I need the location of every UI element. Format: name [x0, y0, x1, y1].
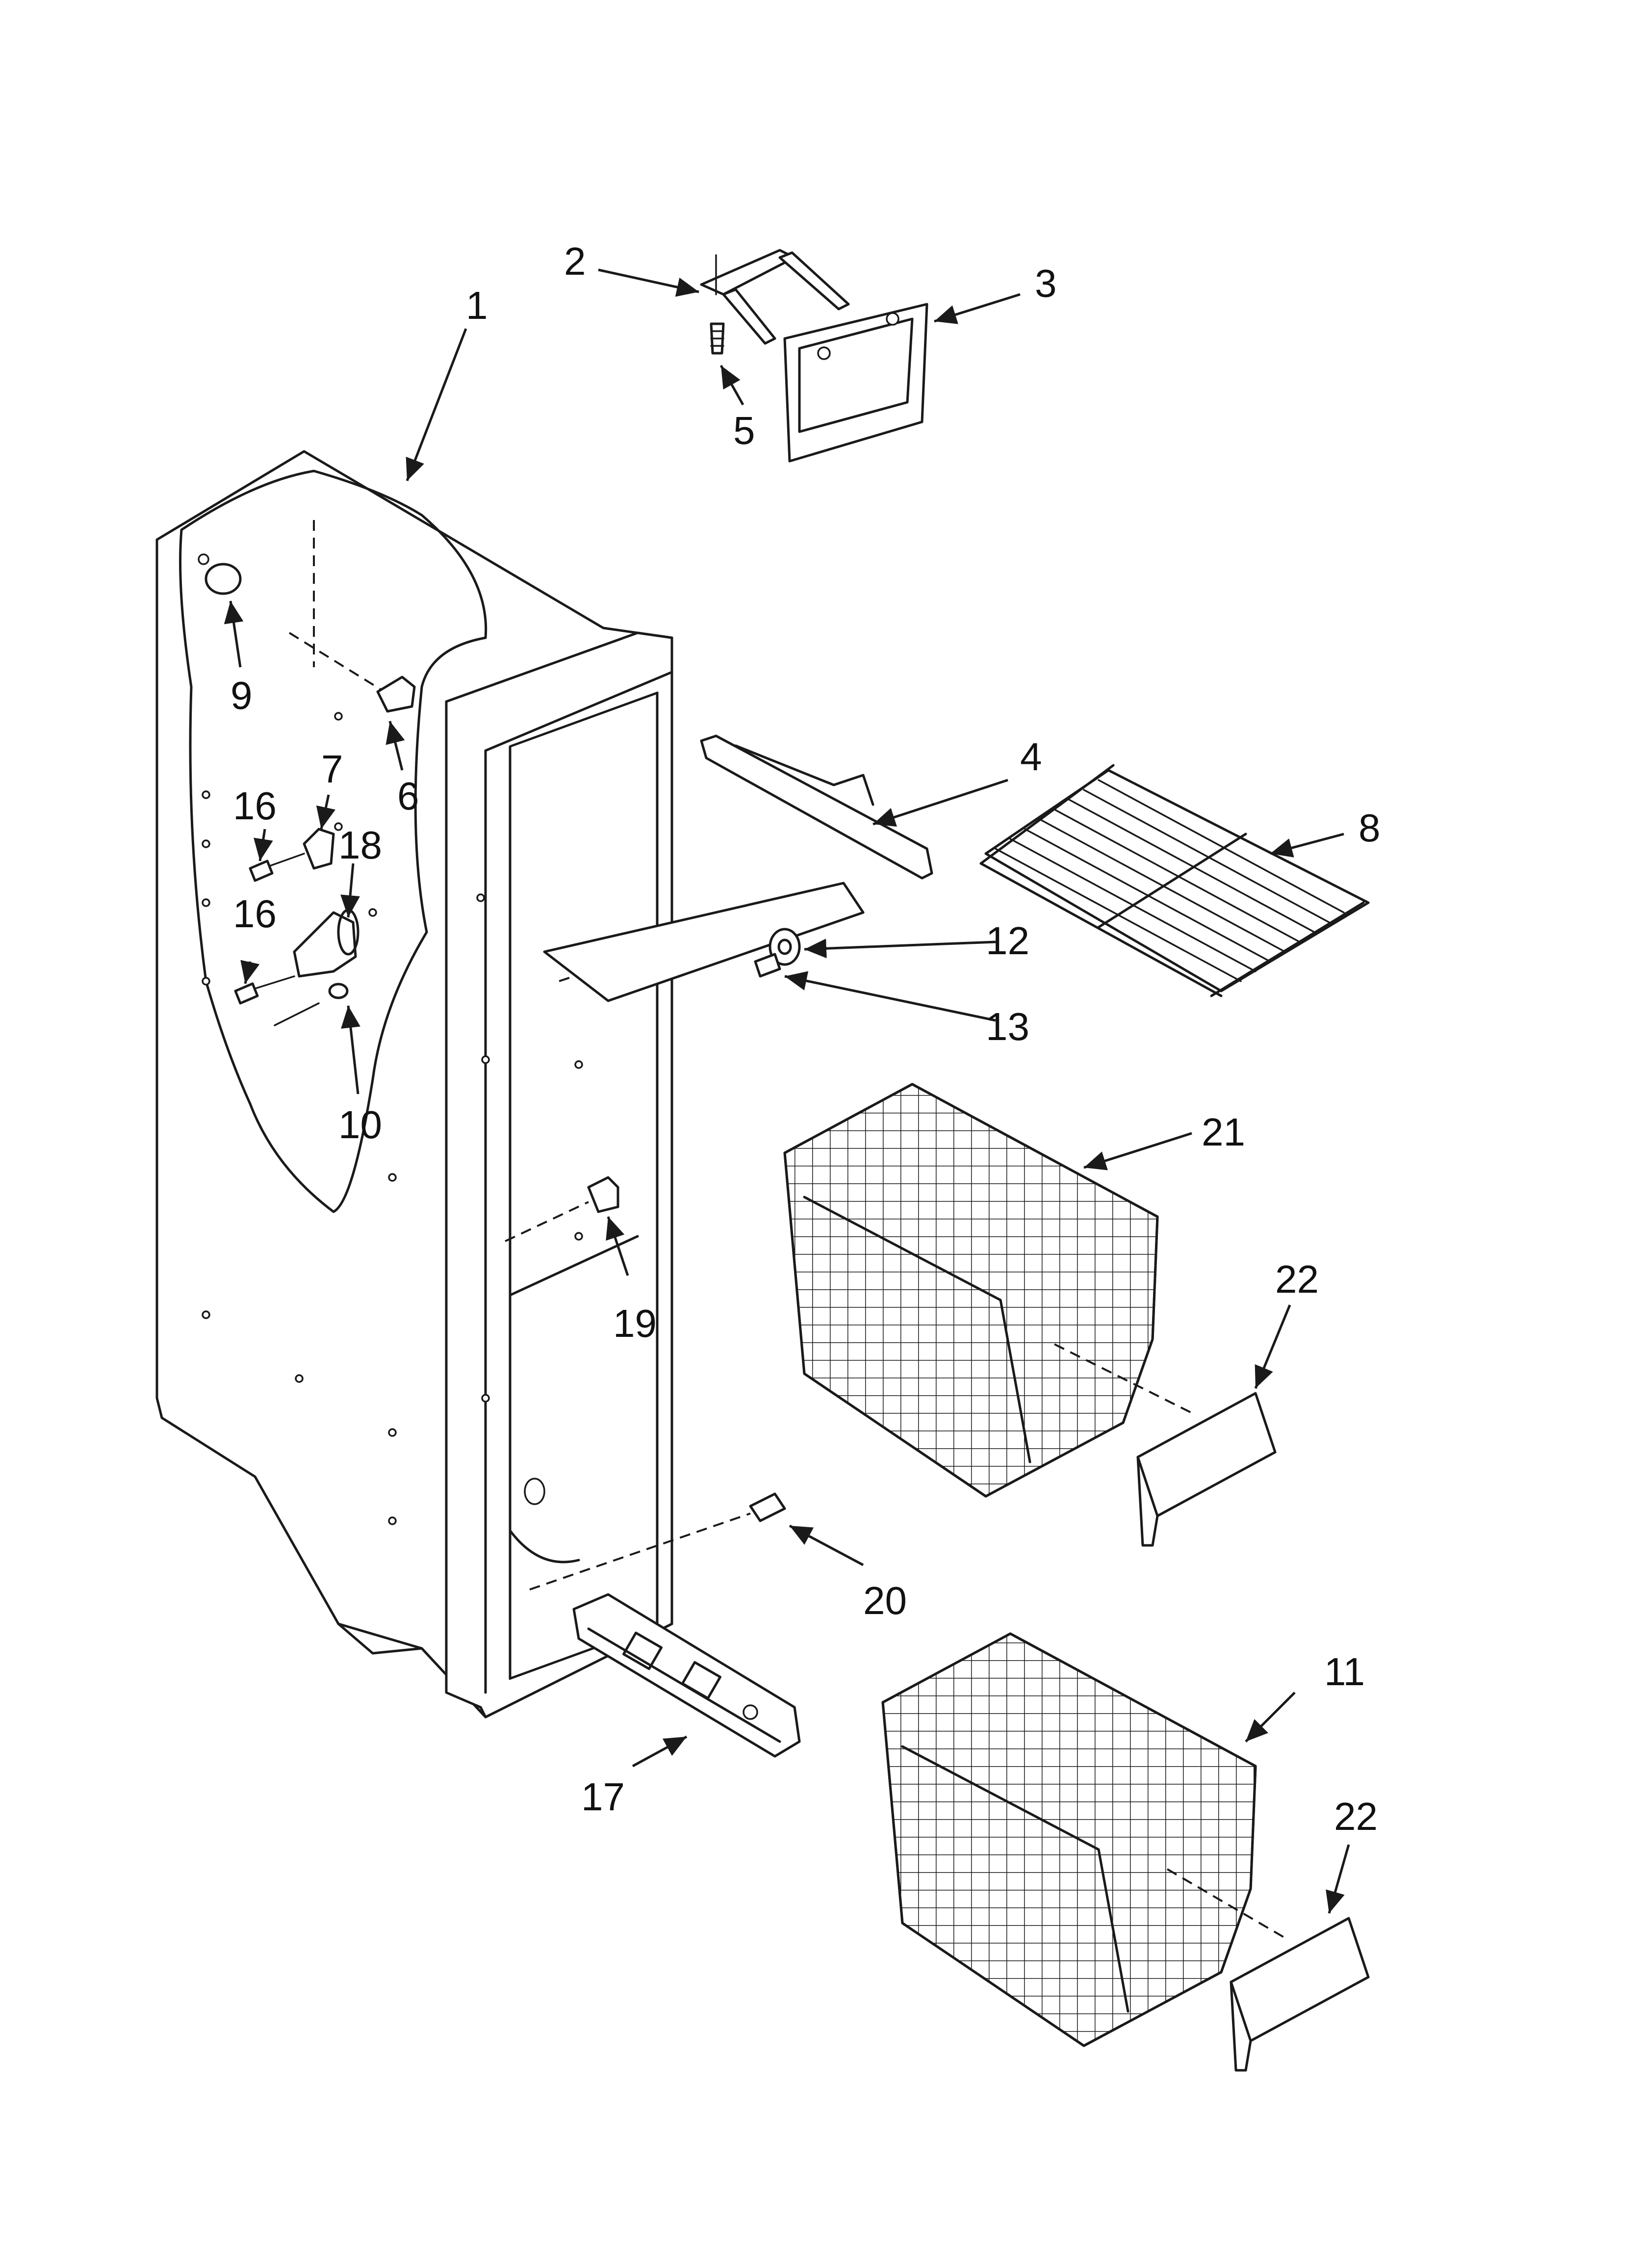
spacer-part-12: [543, 882, 865, 1002]
basket-trim-part-22-upper: [1054, 1343, 1277, 1547]
callout-21: 21: [1202, 1110, 1245, 1154]
callout-18: 18: [338, 823, 382, 867]
callout-5: 5: [733, 409, 755, 452]
callout-4: 4: [1020, 735, 1042, 779]
callout-16-lower: 16: [233, 892, 277, 936]
screw-part-20: [529, 1492, 786, 1590]
bottom-trim-part-17: [572, 1593, 801, 1758]
freezer-liner: [155, 450, 673, 1719]
screw-part-13: [754, 953, 781, 978]
callout-9: 9: [231, 674, 253, 717]
cam-part-18: [293, 908, 377, 978]
shelf-rail-part-4: [700, 734, 933, 880]
clip-part-19: [505, 1176, 619, 1242]
callout-10: 10: [338, 1103, 382, 1147]
callout-8: 8: [1359, 806, 1381, 850]
callout-2: 2: [564, 239, 586, 283]
screw-part-16-upper: [249, 853, 305, 882]
bracket-part-2: [700, 249, 850, 345]
callout-11: 11: [1324, 1650, 1365, 1694]
light-cover-part-3: [783, 303, 928, 463]
callout-17: 17: [581, 1775, 625, 1819]
callout-labels: 1 2 3 4 5 6 7 8 9 10 11 12 13 16 16 17 1…: [231, 239, 1381, 1838]
callout-6: 6: [397, 774, 419, 818]
callout-12: 12: [986, 919, 1029, 963]
hinge-bracket-part-7: [303, 822, 343, 870]
callout-13: 13: [986, 1005, 1029, 1048]
leader-arrows: [224, 268, 1350, 1914]
clip-part-6: [376, 676, 416, 713]
callout-1: 1: [466, 284, 488, 327]
screw-part-5: [710, 322, 725, 355]
liner-holes: [202, 712, 583, 1525]
callout-20: 20: [863, 1579, 907, 1622]
plug-button: [198, 553, 242, 595]
callout-22-lower: 22: [1334, 1795, 1378, 1838]
screw-part-16-lower: [234, 975, 295, 1005]
callout-7: 7: [321, 747, 343, 791]
pin-part-10: [274, 983, 349, 1026]
callout-16-upper: 16: [233, 784, 277, 828]
callout-19: 19: [613, 1302, 657, 1345]
wire-basket-part-11: [881, 1632, 1257, 2047]
basket-trim-part-22-lower: [1166, 1868, 1370, 2072]
callout-3: 3: [1035, 261, 1057, 305]
wire-basket-part-21: [783, 1083, 1159, 1498]
wire-shelf-part-8: [979, 764, 1370, 997]
callout-22-upper: 22: [1275, 1257, 1319, 1301]
